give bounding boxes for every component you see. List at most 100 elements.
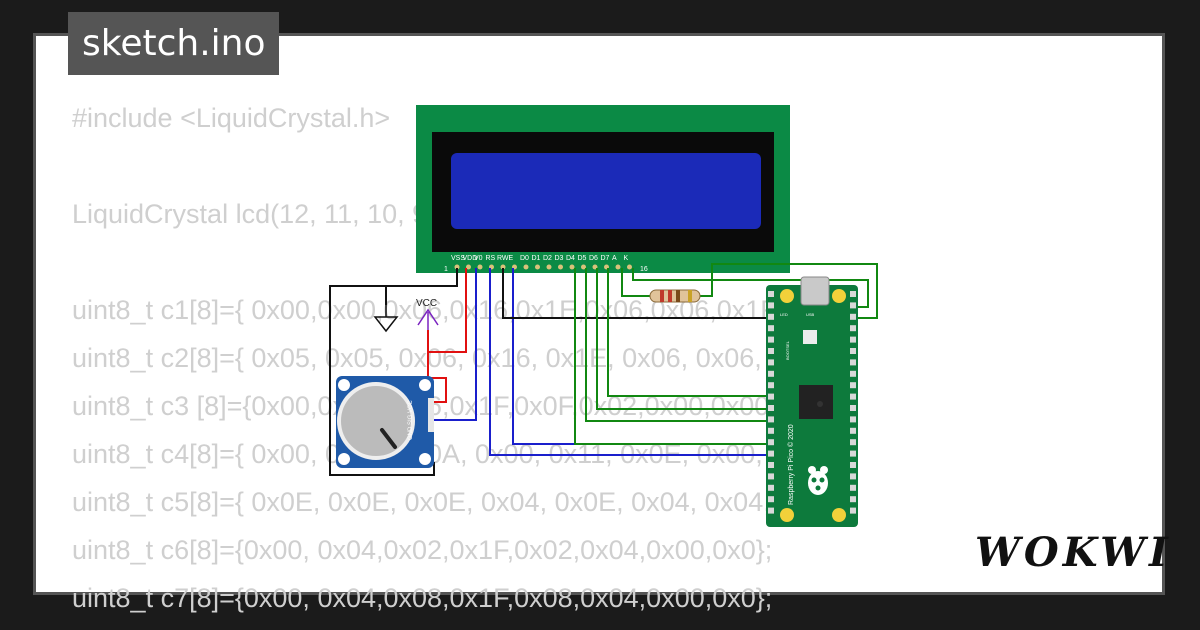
- pico-pin[interactable]: [768, 496, 774, 503]
- pico-pin[interactable]: [768, 484, 774, 491]
- pico-pin[interactable]: [768, 359, 774, 366]
- wire-d7: [607, 268, 776, 397]
- lcd-pin-label: RS: [486, 255, 496, 262]
- pico-pin[interactable]: [850, 348, 856, 354]
- pico-pin[interactable]: [768, 439, 774, 446]
- pico-pin[interactable]: [768, 336, 774, 343]
- lcd-pin-label: D3: [555, 255, 564, 262]
- pico-pin[interactable]: [850, 302, 856, 309]
- pico-pin[interactable]: [768, 382, 774, 389]
- pico-pin[interactable]: [768, 507, 774, 514]
- wire-v0-pot: [432, 268, 477, 421]
- lcd-pin-last: 16: [640, 266, 648, 273]
- pico-pin[interactable]: [850, 336, 856, 343]
- lcd-pin-label: D7: [601, 255, 610, 262]
- pico-pin[interactable]: [768, 450, 774, 457]
- resistor[interactable]: [649, 289, 701, 303]
- sketch-title: sketch.ino: [82, 23, 266, 64]
- wire-resistor-3v3: [700, 263, 878, 319]
- sketch-title-tab: sketch.ino: [68, 12, 280, 75]
- pico-pin[interactable]: [768, 405, 774, 411]
- pico-pin[interactable]: [850, 450, 856, 457]
- lcd-pin[interactable]: [466, 264, 471, 270]
- lcd-pin-label: RW: [497, 255, 509, 262]
- bootsel-label: BOOTSEL: [785, 340, 790, 360]
- pico-pin[interactable]: [850, 393, 856, 400]
- lcd-pin[interactable]: [581, 264, 586, 270]
- wire-d5: [585, 268, 776, 422]
- lcd-pin[interactable]: [627, 264, 632, 270]
- pico-pin[interactable]: [768, 302, 774, 309]
- pico-pin[interactable]: [768, 313, 774, 320]
- pico-pin[interactable]: [850, 416, 856, 423]
- pot-knob[interactable]: [337, 382, 415, 460]
- rp2040-chip: [799, 385, 833, 419]
- pico-mount-hole: [832, 289, 846, 303]
- pico-pin[interactable]: [850, 325, 856, 332]
- pico-pin[interactable]: [768, 370, 774, 377]
- pico-mount-hole: [832, 508, 846, 522]
- pico-pin[interactable]: [768, 416, 774, 423]
- pico-pin[interactable]: [768, 291, 774, 297]
- pico-pin[interactable]: [850, 439, 856, 446]
- wire-d4: [574, 268, 776, 445]
- raspberry-logo-icon: [808, 466, 828, 495]
- wokwi-logo[interactable]: WOKWI: [975, 528, 1168, 578]
- pico-pin[interactable]: [768, 325, 774, 332]
- pico-pin[interactable]: [850, 313, 856, 320]
- pico-pin[interactable]: [850, 359, 856, 366]
- lcd-pin[interactable]: [523, 264, 529, 270]
- lcd-pin-label: E: [509, 255, 514, 262]
- wire-vcc-pot: [427, 352, 447, 403]
- vcc-label: VCC: [416, 298, 437, 309]
- lcd-pin-label: D6: [589, 255, 598, 262]
- pico-pin[interactable]: [768, 473, 774, 480]
- pico-pin[interactable]: [850, 370, 856, 377]
- pico-pin[interactable]: [768, 348, 774, 354]
- wire-rw-gnd: [502, 268, 776, 319]
- lcd-pin[interactable]: [454, 264, 460, 270]
- lcd-pin[interactable]: [546, 264, 552, 270]
- lcd-pin[interactable]: [477, 264, 483, 270]
- pico-pin[interactable]: [850, 507, 856, 514]
- pico-pin[interactable]: [850, 382, 856, 389]
- code-line: uint8_t c1[8]={ 0x00,0x00,0x06,0x16,0x1E…: [72, 295, 794, 325]
- pico-pin[interactable]: [850, 291, 856, 297]
- lcd-pin[interactable]: [569, 264, 575, 270]
- wire-a-resistor: [621, 268, 650, 297]
- pico-brand-text: Raspberry Pi Pico © 2020: [787, 424, 795, 505]
- bootsel-button[interactable]: [803, 330, 817, 344]
- raspberry-pi-pico[interactable]: USB LED BOOTSEL Raspberry Pi Pico © 2020: [766, 276, 858, 527]
- wire-d6: [596, 268, 776, 410]
- lcd-pin-label: VDD: [463, 255, 478, 262]
- lcd-screen: [451, 153, 761, 229]
- pico-pin[interactable]: [768, 462, 774, 468]
- led-label: LED: [780, 312, 788, 317]
- lcd-pin-first: 1: [444, 266, 448, 273]
- pico-pins-right: [850, 291, 856, 514]
- lcd-pin[interactable]: [558, 264, 563, 270]
- vcc-symbol: VCC: [416, 298, 439, 330]
- lcd-pin-label: VSS: [451, 255, 465, 262]
- pico-pin[interactable]: [850, 427, 856, 434]
- pico-pin[interactable]: [850, 462, 856, 468]
- pico-pin[interactable]: [768, 393, 774, 400]
- pico-pin[interactable]: [768, 427, 774, 434]
- pico-pin[interactable]: [850, 405, 856, 411]
- code-line: uint8_t c2[8]={ 0x05, 0x05, 0x06, 0x16, …: [72, 343, 846, 373]
- pico-pin[interactable]: [850, 484, 856, 491]
- pot-pin-labels: GND SIG VCC: [408, 400, 414, 440]
- potentiometer[interactable]: GND SIG VCC: [336, 376, 434, 468]
- pico-pin[interactable]: [850, 473, 856, 480]
- lcd-pin-label: K: [624, 255, 629, 262]
- ground-symbol: [373, 305, 399, 333]
- usb-label: USB: [806, 312, 815, 317]
- lcd-pin[interactable]: [615, 264, 621, 270]
- pico-pin[interactable]: [850, 496, 856, 503]
- code-line: uint8_t c3 [8]={0x00,0x00,0x16,0x1F,0x0F…: [72, 391, 786, 421]
- lcd-pin[interactable]: [535, 264, 540, 270]
- lcd-pin[interactable]: [500, 264, 506, 270]
